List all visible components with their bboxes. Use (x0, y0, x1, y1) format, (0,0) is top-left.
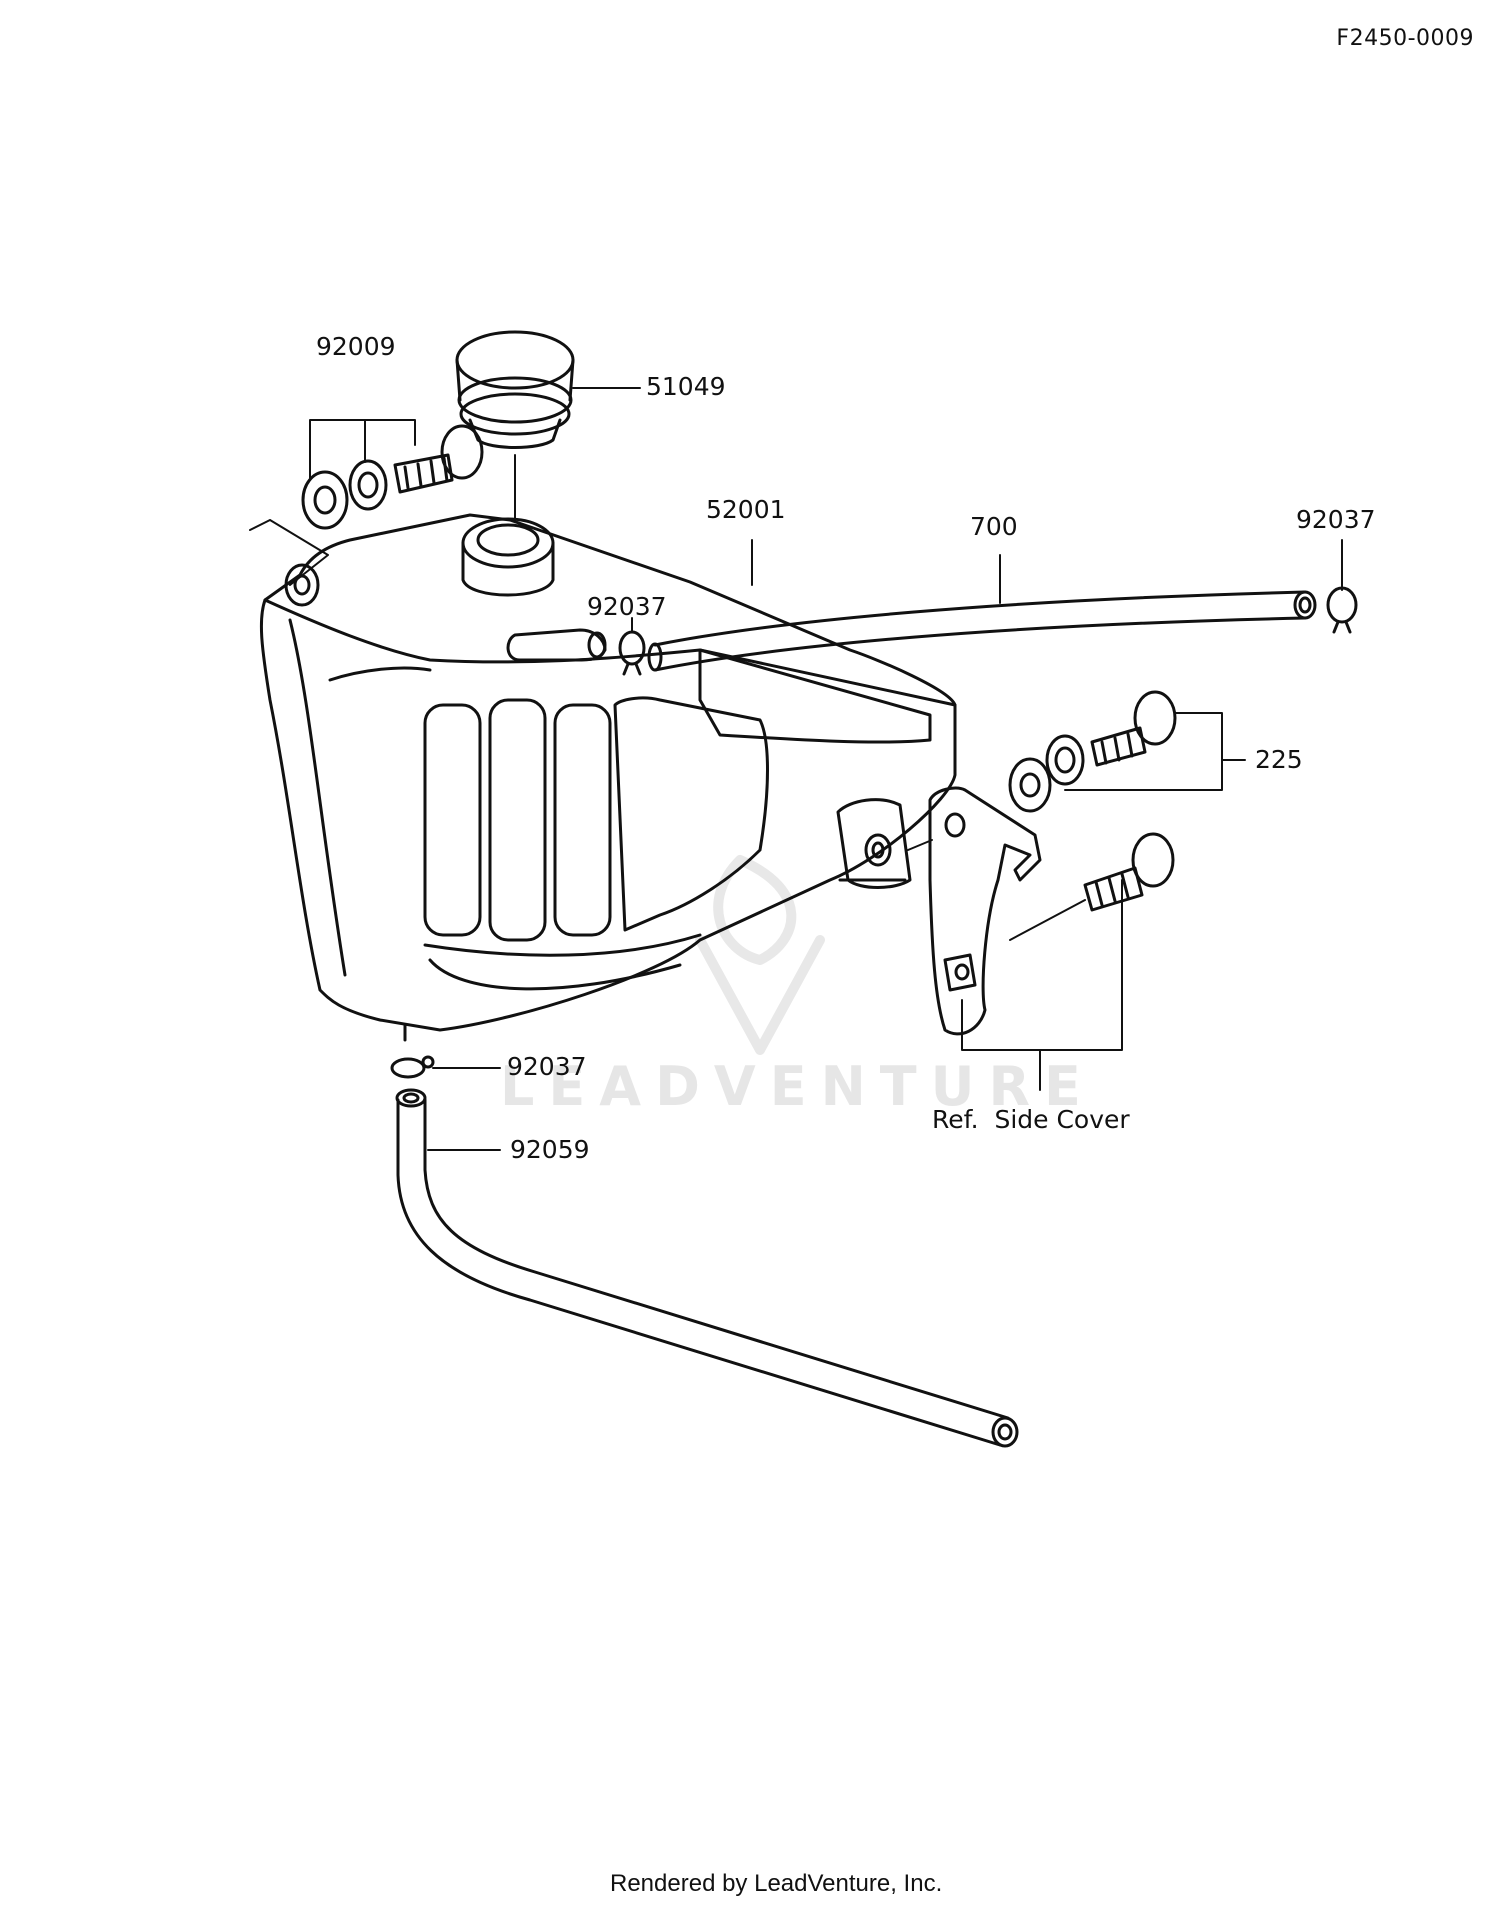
drain-hose-icon (395, 1088, 1019, 1448)
hose-clip-icon-bottom (390, 1055, 435, 1079)
label-ref-side-cover: Ref. Side Cover (932, 1105, 1130, 1134)
leader-ref-side-cover (961, 879, 1123, 1091)
label-51049[interactable]: 51049 (646, 372, 726, 401)
lower-bolt-icon (1083, 832, 1175, 912)
mounting-bolt-washers-icon (1008, 690, 1177, 813)
label-225[interactable]: 225 (1255, 745, 1303, 774)
label-52001[interactable]: 52001 (706, 495, 786, 524)
leader-92009 (309, 419, 416, 481)
watermark: LEADVENTURE (500, 1055, 1095, 1118)
filler-cap-icon (455, 330, 575, 449)
label-700[interactable]: 700 (970, 512, 1018, 541)
reservoir-tank-icon (259, 513, 957, 1042)
label-92059[interactable]: 92059 (510, 1135, 590, 1164)
guide-92009 (249, 519, 329, 586)
overflow-hose-icon (647, 590, 1317, 672)
label-92037-top-right[interactable]: 92037 (1296, 505, 1376, 534)
label-92037-nozzle[interactable]: 92037 (587, 592, 667, 621)
hose-clip-icon-nozzle (618, 630, 646, 676)
watermark-logo (695, 855, 825, 1055)
diagram-code: F2450-0009 (1336, 26, 1474, 51)
side-cover-bracket-icon (928, 786, 1042, 1036)
hose-clip-icon-top-right (1326, 586, 1358, 634)
leader-225 (1064, 712, 1246, 791)
bracket-guide-line (907, 839, 933, 851)
bolt-guide-line (1009, 899, 1086, 941)
bolt-washer-set-icon (301, 424, 484, 530)
label-92009[interactable]: 92009 (316, 332, 396, 361)
footer-credit: Rendered by LeadVenture, Inc. (610, 1870, 943, 1897)
label-92037-bottom[interactable]: 92037 (507, 1052, 587, 1081)
